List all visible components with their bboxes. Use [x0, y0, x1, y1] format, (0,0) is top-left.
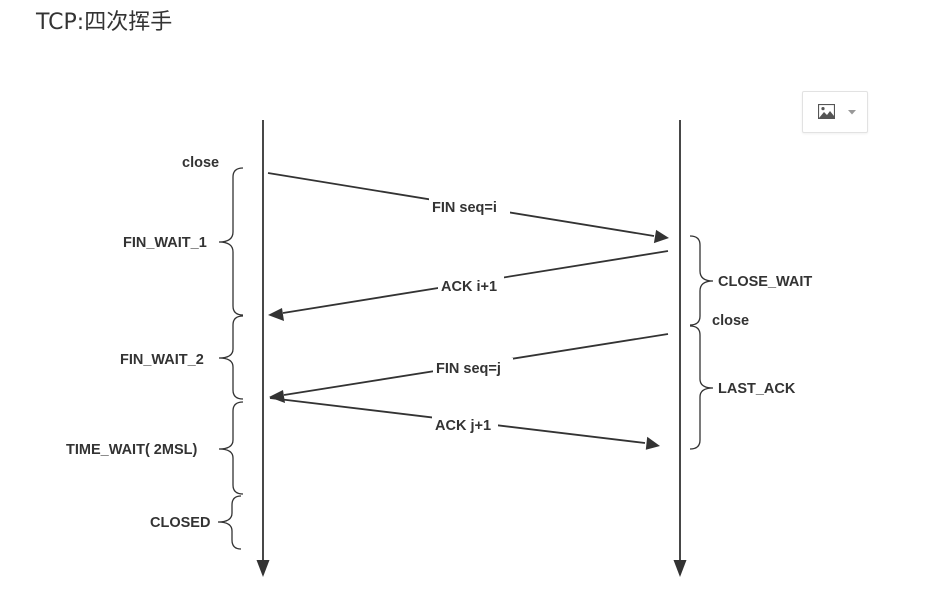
fin-wait-2-label: FIN_WAIT_2 — [120, 352, 204, 368]
fin-wait-1-label: FIN_WAIT_1 — [123, 235, 207, 251]
time-wait-label: TIME_WAIT( 2MSL) — [66, 442, 197, 458]
fin-i-label: FIN seq=i — [432, 200, 497, 216]
ack-i-label-bg — [438, 276, 504, 295]
last-ack-label: LAST_ACK — [718, 381, 796, 397]
fin-i-arrowhead — [653, 229, 669, 244]
client-timeline-arrowhead — [256, 560, 270, 577]
image-icon — [818, 104, 835, 119]
page-title: TCP:四次挥手 — [36, 10, 173, 35]
time-wait-brace — [218, 401, 244, 495]
ack-i-arrowhead — [268, 308, 284, 321]
image-menu-button[interactable] — [802, 91, 868, 133]
fin-j-label-bg — [433, 358, 513, 377]
fin-wait-1-brace — [218, 167, 244, 316]
closed-brace — [217, 495, 242, 550]
closed-label: CLOSED — [150, 515, 210, 531]
close-wait-label: CLOSE_WAIT — [718, 274, 812, 290]
last-ack-brace — [689, 325, 714, 450]
ack-j-label-bg — [432, 415, 498, 434]
fin-j-label: FIN seq=j — [436, 361, 501, 377]
server-timeline-arrowhead — [673, 560, 687, 577]
fin-i-label-bg — [429, 197, 510, 216]
fin-j-arrowhead — [269, 390, 285, 403]
client-close-label: close — [182, 155, 219, 171]
ack-j-arrowhead — [645, 436, 660, 450]
close-wait-brace — [689, 235, 714, 326]
ack-j-label: ACK j+1 — [435, 418, 491, 434]
server-close-label: close — [712, 313, 749, 329]
fin-wait-2-brace — [218, 315, 244, 400]
caret-down-icon — [848, 110, 856, 115]
ack-i-label: ACK i+1 — [441, 279, 497, 295]
